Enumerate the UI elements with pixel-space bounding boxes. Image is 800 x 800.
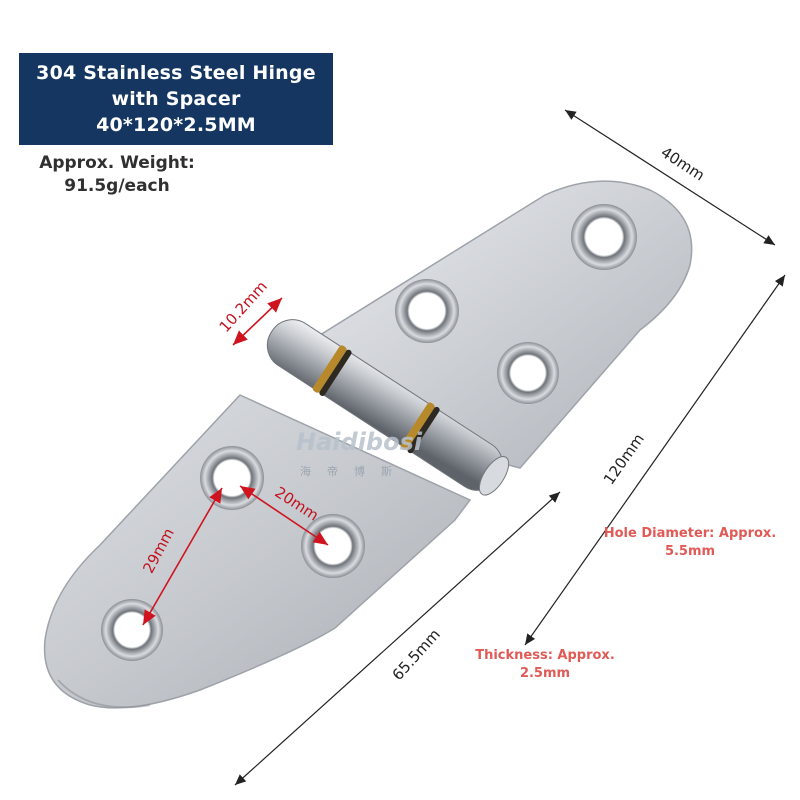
watermark-chinese: 海帝博斯: [300, 464, 408, 478]
hole: [395, 279, 459, 343]
hole: [101, 599, 163, 661]
hole-diameter-label: Hole Diameter: Approx.: [603, 526, 777, 541]
title-line-1: 304 Stainless Steel Hinge: [36, 62, 316, 84]
dim-knuckle-label: 10.2mm: [216, 277, 271, 336]
dim-length-label: 120mm: [600, 430, 648, 488]
hole: [571, 204, 637, 270]
hole-diameter-value: 5.5mm: [664, 544, 716, 559]
hole-diameter-info: Hole Diameter: Approx. 5.5mm: [585, 525, 795, 561]
weight-value: 91.5g/each: [64, 176, 170, 196]
title-line-3: 40*120*2.5MM: [96, 114, 256, 136]
title-line-2: with Spacer: [111, 88, 241, 110]
weight-label: Approx. Weight:: [39, 153, 195, 173]
dim-width-label: 40mm: [658, 143, 708, 184]
thickness-info: Thickness: Approx. 2.5mm: [460, 647, 630, 683]
hole: [497, 342, 559, 404]
watermark-brand: Haidibosi: [296, 428, 423, 456]
dim-line-hole-a: [239, 485, 329, 546]
hole: [200, 446, 264, 510]
weight-info: Approx. Weight: 91.5g/each: [22, 152, 212, 198]
dim-line-leaf: [234, 491, 561, 786]
hole: [301, 514, 365, 578]
dim-line-hole-b: [142, 487, 223, 626]
title-banner: 304 Stainless Steel Hinge with Spacer 40…: [19, 53, 333, 145]
dim-leaf-label: 65.5mm: [389, 625, 444, 684]
dim-line-width: [564, 109, 776, 246]
thickness-value: 2.5mm: [519, 666, 571, 681]
dim-line-knuckle: [232, 297, 283, 346]
thickness-label: Thickness: Approx.: [475, 648, 615, 663]
dim-line-length: [524, 274, 786, 646]
hinge-barrel: [266, 319, 510, 496]
